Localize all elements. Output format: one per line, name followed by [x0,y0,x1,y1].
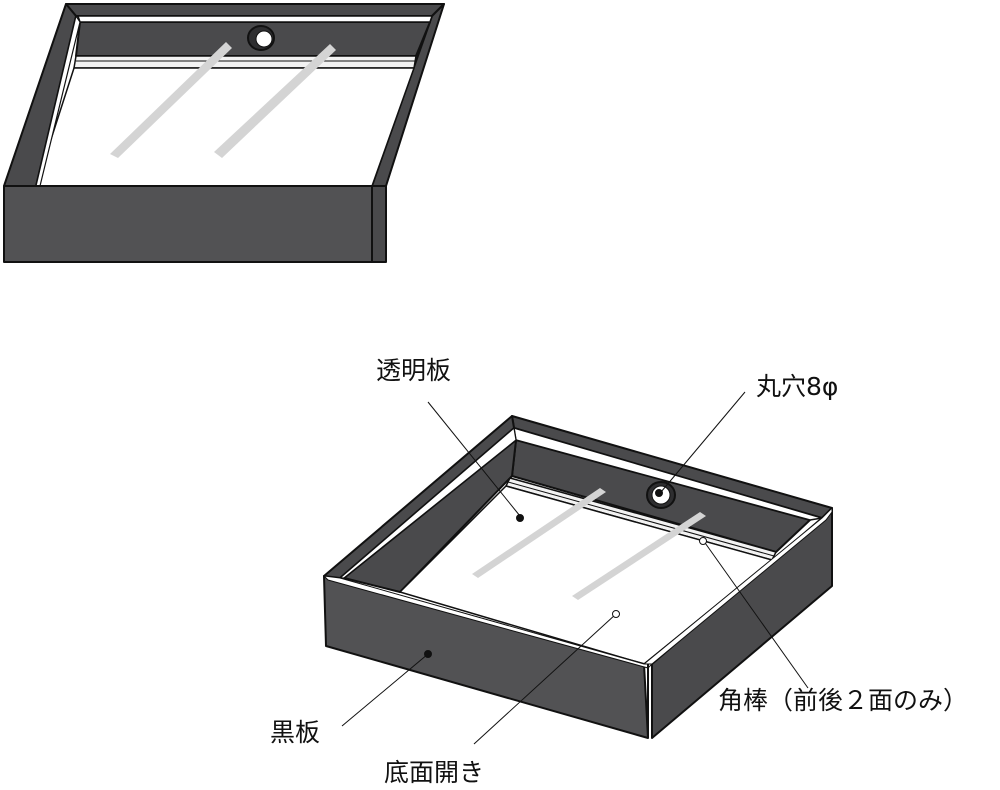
leader-black-board [341,653,429,727]
label-black-board: 黒板 [270,718,321,747]
left-edge-strip [339,427,517,579]
leader-points [424,489,707,658]
leader-square-rod [702,539,809,689]
top-box-front-panel [3,185,373,263]
main-box [323,415,833,739]
leader-transparent-board [427,401,521,517]
point-round-hole [655,489,663,497]
top-box-glass-floor [35,67,415,187]
label-round-hole: 丸穴8φ [756,372,839,401]
leader-lines [341,391,809,745]
main-box-reflections [472,488,706,600]
leader-open-bottom [473,613,617,745]
top-box-rod [73,55,417,69]
point-transparent-board [516,514,524,522]
top-box-back-wall [65,3,445,17]
label-transparent-board: 透明板 [376,356,452,385]
top-box-back-edge [77,15,433,23]
top-box-view [3,3,445,263]
label-square-rod: 角棒（前後２面のみ） [718,686,969,715]
leader-round-hole [660,391,746,493]
point-square-rod [699,537,707,545]
point-black-board [424,650,432,658]
point-open-bottom [612,610,620,618]
label-open-bottom: 底面開き [384,758,485,787]
top-box-reflections [110,42,336,158]
top-box-front-right-face [371,185,387,263]
